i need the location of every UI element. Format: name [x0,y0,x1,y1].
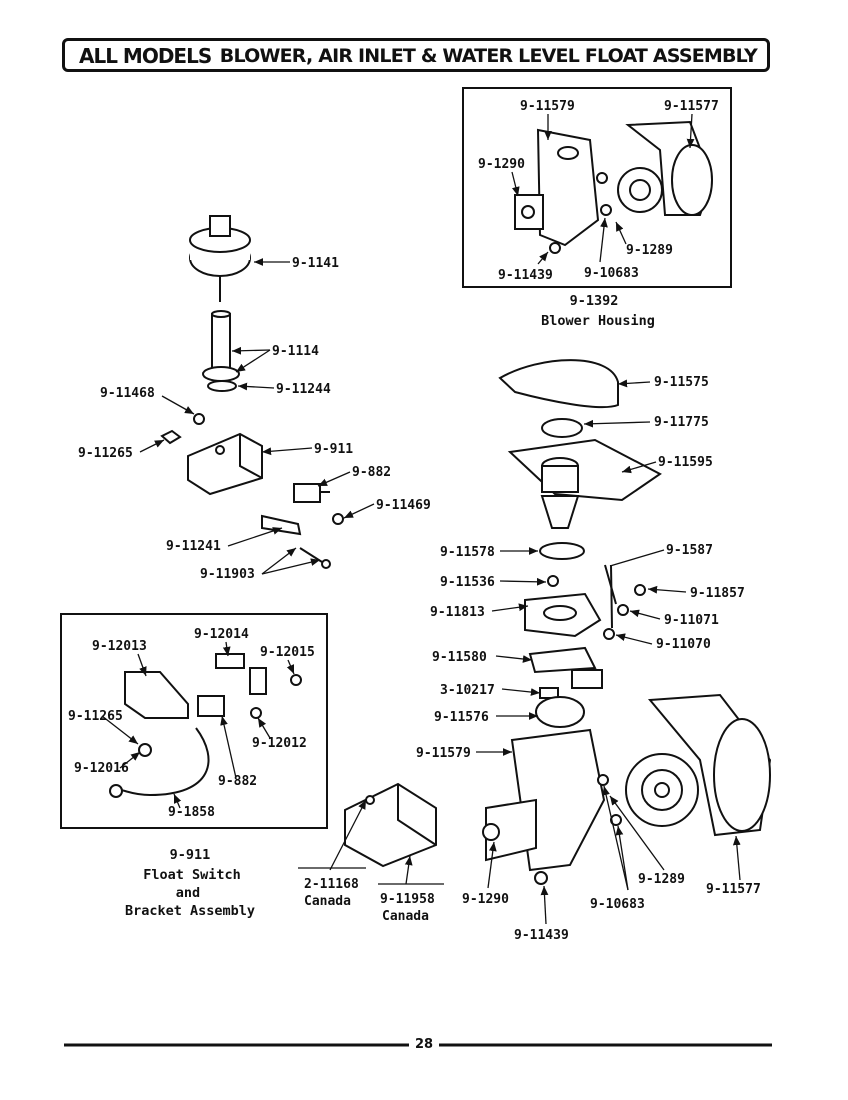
label-9-1289-top: 9-1289 [626,243,673,258]
label-9-11439-bottom: 9-11439 [514,928,569,943]
label-9-11241: 9-11241 [166,539,221,554]
label-9-11439-top: 9-11439 [498,268,553,283]
page-number-wrap: 28 [0,1037,848,1052]
label-9-11071: 9-11071 [664,613,719,628]
label-9-1858: 9-1858 [168,805,215,820]
blower-housing-inset-box [462,87,732,288]
label-9-11595: 9-11595 [658,455,713,470]
label-9-1289-bottom: 9-1289 [638,872,685,887]
label-9-11577-bottom: 9-11577 [706,882,761,897]
label-9-12012: 9-12012 [252,736,307,751]
label-9-11958: 9-11958 [380,892,435,907]
label-9-11578: 9-11578 [440,545,495,560]
label-9-11903: 9-11903 [200,567,255,582]
label-9-11265-inset: 9-11265 [68,709,123,724]
label-2-11168: 2-11168 [304,877,359,892]
float-switch-inset-box [60,613,328,829]
label-9-11575: 9-11575 [654,375,709,390]
label-9-11070: 9-11070 [656,637,711,652]
caption-float-number: 9-911 [170,847,211,863]
label-9-11469: 9-11469 [376,498,431,513]
page-title: BLOWER, AIR INLET & WATER LEVEL FLOAT AS… [219,45,758,67]
inset-blower-part [514,120,714,254]
float-tube-part [202,310,240,392]
canada-cover-part [344,782,437,868]
label-9-1141: 9-1141 [292,256,339,271]
label-9-11579-bottom: 9-11579 [416,746,471,761]
caption-float-line2: and [176,885,200,901]
gasket-parts [524,542,646,689]
label-9-11577-top: 9-11577 [664,99,719,114]
label-9-882: 9-882 [352,465,391,480]
label-9-911: 9-911 [314,442,353,457]
label-9-882-inset: 9-882 [218,774,257,789]
label-9-12015: 9-12015 [260,645,315,660]
float-bracket-part [160,413,263,496]
title-bar: ALL MODELS BLOWER, AIR INLET & WATER LEV… [62,38,770,72]
label-9-12013: 9-12013 [92,639,147,654]
label-9-11579-top: 9-11579 [520,99,575,114]
label-canada-2: Canada [382,909,429,924]
label-9-11265: 9-11265 [78,446,133,461]
label-9-11536: 9-11536 [440,575,495,590]
label-9-11857: 9-11857 [690,586,745,601]
label-9-11468: 9-11468 [100,386,155,401]
air-inlet-part [498,359,662,529]
label-9-1587: 9-1587 [666,543,713,558]
label-9-10683-bottom: 9-10683 [590,897,645,912]
label-9-11580: 9-11580 [432,650,487,665]
caption-float-line3: Bracket Assembly [125,903,255,919]
caption-blower-name: Blower Housing [541,313,655,329]
float-switch-part [189,215,251,302]
label-9-1290-top: 9-1290 [478,157,525,172]
label-9-11576: 9-11576 [434,710,489,725]
label-9-10683-top: 9-10683 [584,266,639,281]
caption-float-line1: Float Switch [143,867,241,883]
label-9-1114: 9-1114 [272,344,319,359]
inset-float-bracket-part [109,653,302,798]
microswitch-part [261,483,344,569]
label-canada-1: Canada [304,894,351,909]
page-number: 28 [408,1037,440,1052]
models-label: ALL MODELS [79,44,212,68]
label-9-11775: 9-11775 [654,415,709,430]
label-9-1290-bottom: 9-1290 [462,892,509,907]
leader-lines [101,113,741,925]
label-9-12016: 9-12016 [74,761,129,776]
label-9-12014: 9-12014 [194,627,249,642]
bottom-blower-part [482,687,772,885]
caption-blower-number: 9-1392 [570,293,619,309]
label-9-11244: 9-11244 [276,382,331,397]
label-9-11813: 9-11813 [430,605,485,620]
label-3-10217: 3-10217 [440,683,495,698]
